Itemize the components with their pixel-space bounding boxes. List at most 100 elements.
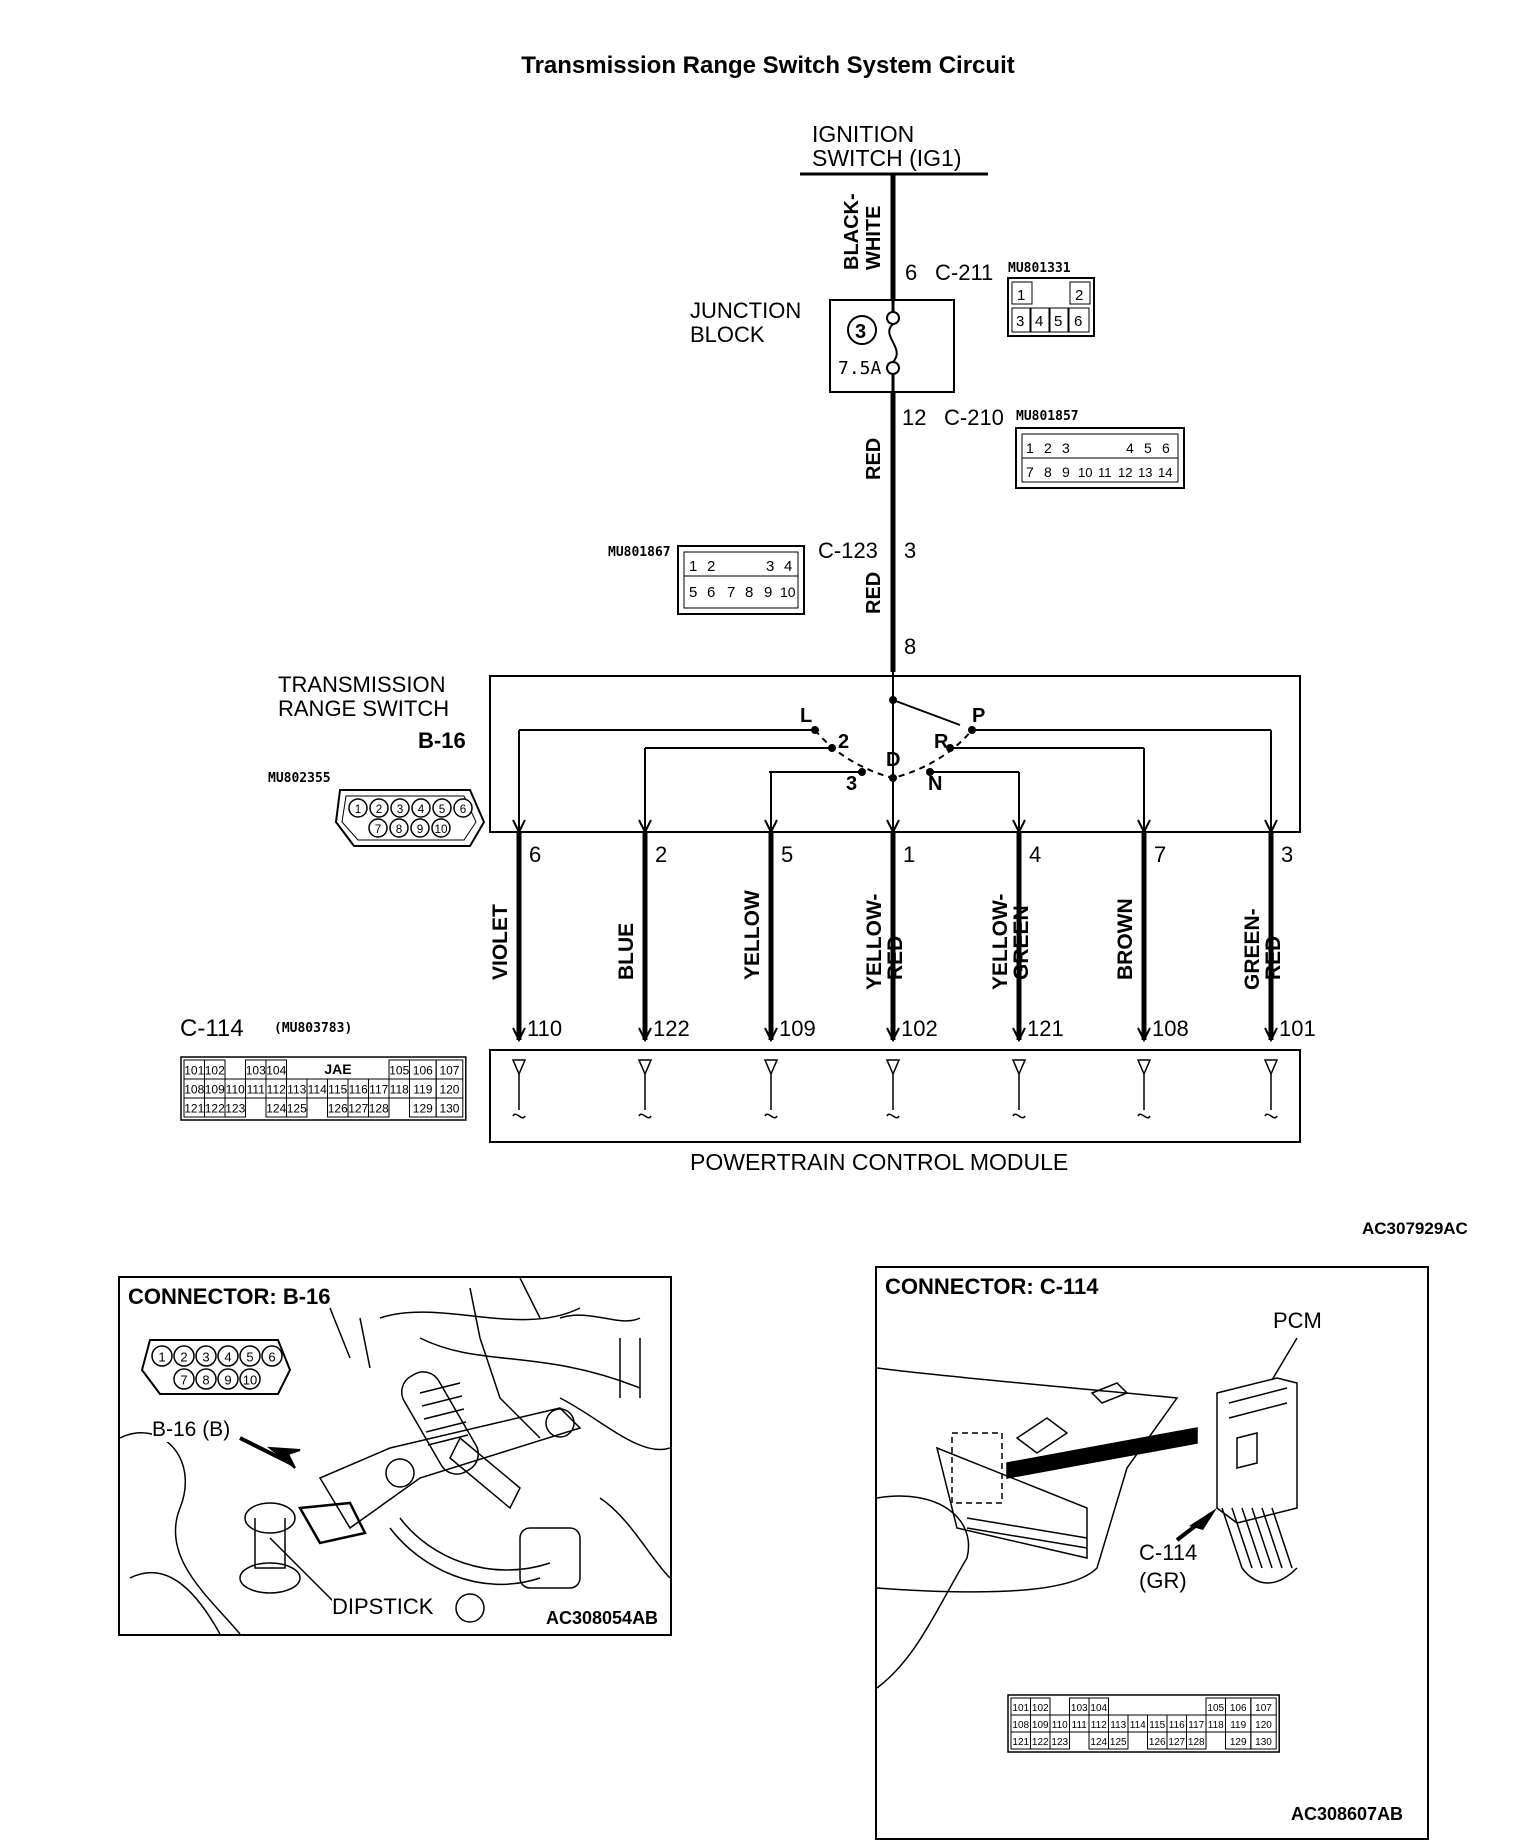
c114-cell: 130 [1255,1737,1272,1748]
c114-cell: 102 [1032,1703,1049,1714]
c123-r1-2: 2 [707,558,715,575]
c211-cell-1: 1 [1017,287,1025,304]
c114-cell: 124 [266,1101,286,1115]
c114-cell: 101 [1012,1703,1029,1714]
c114-cell: 126 [1149,1737,1166,1748]
pcm-terminal-symbol [637,1059,653,1076]
c123-connector-face: 1 2 3 4 5 6 7 8 9 10 [677,545,805,615]
wire-pin: 7 [1154,842,1166,867]
connector-pin [431,818,451,838]
connector-pin-number: 7 [180,1373,187,1388]
c210-r2-5: 11 [1098,465,1112,480]
c210-r1-2: 2 [1044,440,1052,456]
c123-r1-3: 3 [766,558,774,575]
figure-code-main: AC307929AC [1362,1219,1468,1238]
c123-r2-2: 6 [707,584,715,601]
connector-pin [173,1345,195,1367]
c211-cell-5: 5 [1054,313,1062,330]
c114-cell: 101 [184,1063,204,1077]
c114-cell: 121 [1012,1737,1029,1748]
pcm-terminal-symbol [511,1059,527,1076]
c114-cell: 115 [1149,1720,1165,1731]
c123-r2-1: 5 [689,584,697,601]
connector-pin-number: 4 [418,803,425,816]
c210-r1-5: 5 [1144,440,1152,456]
c114-cell: 119 [413,1082,432,1096]
pos-R: R [934,731,949,753]
connector-pin [217,1368,239,1390]
switch-input-pin: 8 [904,634,916,659]
connector-pin-number: 9 [224,1373,231,1388]
c114-cell: 116 [349,1082,368,1096]
c114-cell: 122 [1032,1737,1049,1748]
c114-cell: 124 [1090,1737,1107,1748]
c211-cell-2: 2 [1075,287,1083,304]
wire-pcm-terminal: 121 [1027,1016,1064,1041]
c114-cell: 118 [390,1082,409,1096]
c114-cell: 104 [266,1063,286,1077]
c114-cell: 114 [1130,1720,1146,1731]
connector-pin-number: 10 [243,1373,257,1388]
connector-pin-number: 7 [375,823,382,836]
c211-cell-3: 3 [1016,313,1024,330]
c114-cell: 105 [389,1063,409,1077]
wire-pin: 2 [655,842,667,867]
c114-cell: 114 [308,1082,327,1096]
c114-cell: 117 [369,1082,388,1096]
connector-pin [410,818,430,838]
c114-cell: 117 [1188,1720,1204,1731]
c211-part: MU801331 [1008,261,1071,276]
connector-pin [195,1345,217,1367]
c114-cell: 120 [1255,1720,1272,1731]
ignition-label-2: SWITCH (IG1) [812,145,962,171]
c114-cell: 111 [1072,1720,1088,1731]
c114-cell: 109 [1032,1720,1049,1731]
c123-name: C-123 [818,538,878,563]
connector-pin [239,1368,261,1390]
c114-cell: 123 [225,1101,245,1115]
c114-cell: 112 [267,1082,286,1096]
connector-pin-number: 5 [439,803,446,816]
c114-cell: 106 [413,1063,433,1077]
c114-cell: 111 [247,1082,266,1096]
c211-cell-4: 4 [1035,313,1043,330]
c114-cell: 105 [1207,1703,1224,1714]
c123-r2-4: 8 [745,584,753,601]
connector-pin [389,818,409,838]
panel-left-callout: B-16 (B) [152,1418,231,1442]
c114-cell: 106 [1230,1703,1247,1714]
connector-pin-number: 9 [417,823,424,836]
trs-name: B-16 [418,728,466,753]
pos-P: P [972,705,985,727]
panel-left-title: CONNECTOR: B-16 [128,1284,331,1309]
c114-cell: 104 [1090,1703,1107,1714]
c123-r1-1: 1 [689,558,697,575]
connector-pin-number: 8 [396,823,403,836]
c114-cell: 108 [1012,1720,1029,1731]
c114-cell: 118 [1208,1720,1224,1731]
wire-label-red-1: RED [863,438,885,480]
connector-pin [173,1368,195,1390]
c114-cell: 110 [1052,1720,1068,1731]
wire-color-2: GREEN [1010,905,1033,980]
c114-name: C-114 [180,1015,244,1042]
wire-label-black-white-2: WHITE [863,206,885,270]
trs-part: MU802355 [268,771,331,786]
connector-pin [411,798,431,818]
wire-color: GREEN- [1241,908,1264,990]
c114-cell: 109 [205,1082,225,1096]
c114-part: (MU803783) [274,1021,352,1036]
c114-cell: 130 [439,1101,459,1115]
c210-part: MU801857 [1016,409,1079,424]
c114-cell: 120 [439,1082,459,1096]
wire-pcm-terminal: 122 [653,1016,690,1041]
pos-L: L [800,705,812,727]
connector-pin-number: 6 [460,803,467,816]
c114-cell: 128 [1188,1737,1205,1748]
c210-r2-1: 7 [1026,464,1034,480]
